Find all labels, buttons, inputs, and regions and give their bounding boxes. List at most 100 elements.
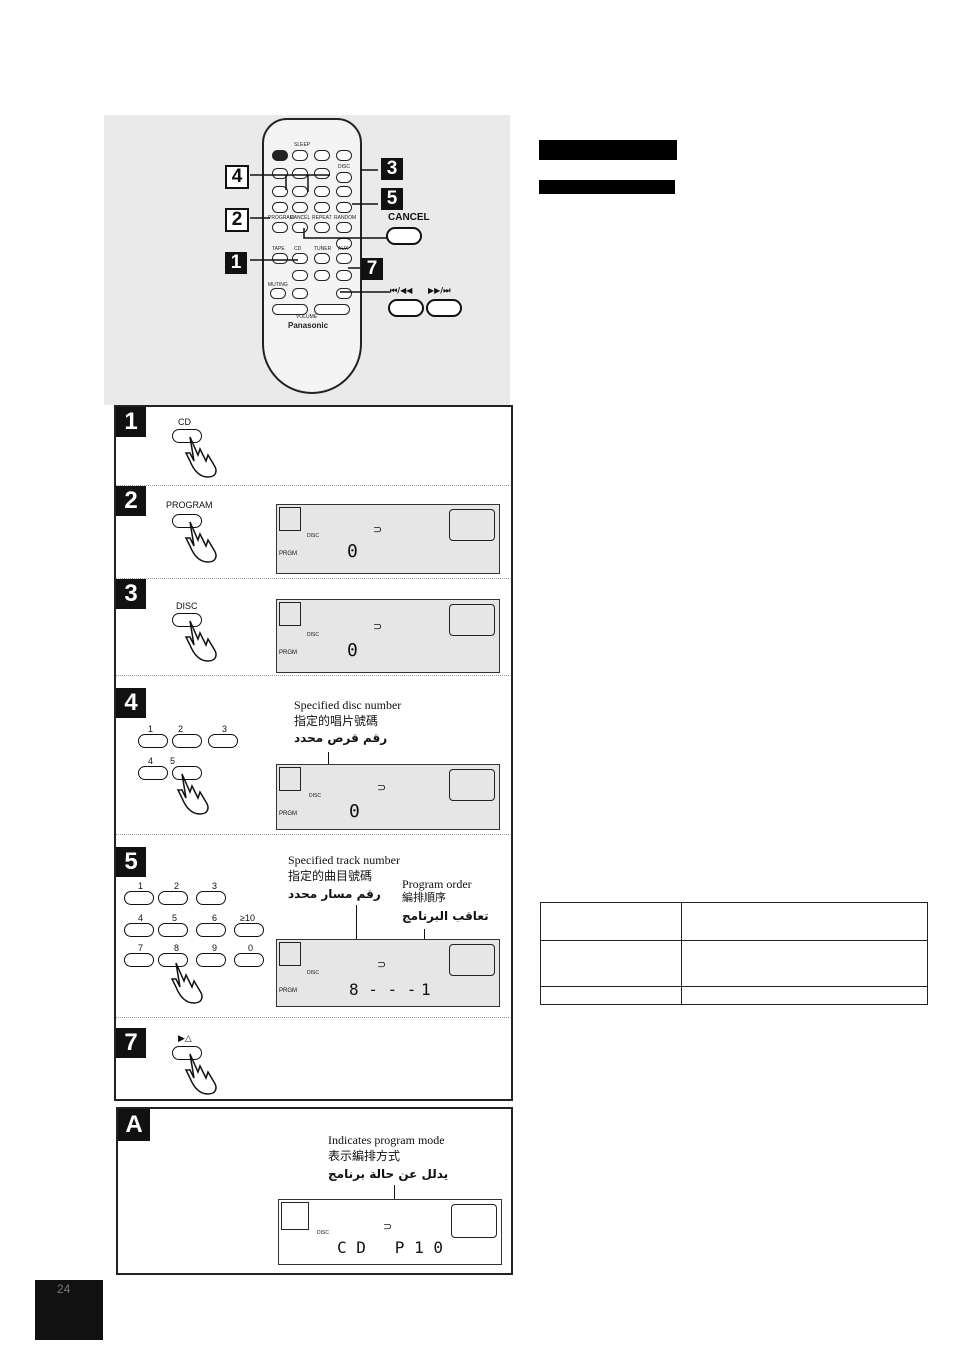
number-key-7[interactable] [124, 953, 154, 967]
remote-button-10[interactable] [336, 186, 352, 197]
lcd-mode-indicators [451, 1204, 497, 1238]
lcd-order: 1 [421, 980, 431, 999]
section-a: A Indicates program mode 表示編排方式 يدلل عن … [116, 1107, 513, 1275]
remote-button-tuner[interactable] [314, 253, 330, 264]
number-key-3[interactable] [208, 734, 238, 748]
remote-button-9[interactable] [314, 202, 330, 213]
key-label: 0 [248, 943, 254, 953]
remote-button-6[interactable] [314, 186, 330, 197]
callout-lines [250, 169, 392, 293]
remote-button[interactable] [292, 150, 308, 161]
number-key-0[interactable] [234, 953, 264, 967]
skip-back-button[interactable] [388, 299, 424, 317]
number-key-9[interactable] [196, 953, 226, 967]
remote-button-pause[interactable] [314, 270, 330, 281]
number-key-1[interactable] [124, 891, 154, 905]
remote-button-play[interactable] [336, 270, 352, 281]
lcd-text: C D P 1 0 [337, 1238, 443, 1257]
caption-zh: 表示編排方式 [328, 1149, 401, 1163]
table-cell [540, 902, 682, 941]
remote-label-tape: TAPE [272, 246, 285, 252]
step-number: 1 [116, 407, 146, 437]
section-letter: A [118, 1109, 150, 1141]
remote-button-cd[interactable] [292, 253, 308, 264]
disc-button[interactable] [172, 613, 202, 627]
step-5: 5 1 2 3 4 5 6 ≥10 7 8 9 0 Specified trac… [116, 835, 509, 1018]
order-caption-en: Program order [402, 877, 472, 891]
remote-button-program[interactable] [272, 222, 288, 233]
remote-button-stop[interactable] [292, 270, 308, 281]
number-key-8[interactable] [158, 953, 188, 967]
remote-button-2[interactable] [292, 168, 308, 179]
table-cell [540, 940, 682, 987]
disc-label: DISC [317, 1230, 329, 1236]
page-number-tab: 24 [35, 1280, 103, 1340]
cancel-label: CANCEL [388, 212, 430, 223]
step-number: 4 [116, 688, 146, 718]
number-key-1[interactable] [138, 734, 168, 748]
step-number: 5 [116, 847, 146, 877]
remote-button-random[interactable] [336, 222, 352, 233]
remote-label-repeat: REPEAT [312, 215, 332, 221]
number-key-4[interactable] [124, 923, 154, 937]
lcd-display: ⊃ DISC PRGM 0 [276, 599, 500, 673]
skip-fwd-label: ▶▶/⏭ [428, 286, 451, 295]
number-key-10[interactable] [234, 923, 264, 937]
remote-label-random: RANDOM [334, 215, 357, 221]
remote-button-1[interactable] [272, 168, 288, 179]
remote-button-disc[interactable] [336, 172, 352, 183]
program-button[interactable] [172, 514, 202, 528]
caption-zh: 指定的唱片號碼 [294, 714, 379, 728]
number-key-5[interactable] [172, 766, 202, 780]
key-label: 5 [170, 756, 176, 766]
table-cell [681, 986, 928, 1005]
number-key-4[interactable] [138, 766, 168, 780]
lcd-grid [279, 507, 301, 531]
remote-button-skip-fwd[interactable] [336, 288, 352, 299]
remote-button-volume-down[interactable] [272, 304, 308, 315]
remote-button[interactable] [336, 150, 352, 161]
remote-button-tape[interactable] [272, 253, 288, 264]
pointing-hand-icon [184, 436, 217, 478]
remote-button[interactable] [314, 150, 330, 161]
play-button[interactable] [172, 1046, 202, 1060]
remote-button-4[interactable] [272, 186, 288, 197]
info-table [540, 902, 928, 1005]
remote-button[interactable] [272, 150, 288, 161]
table-row [540, 986, 928, 1005]
number-key-3[interactable] [196, 891, 226, 905]
remote-brand-logo: Panasonic [288, 321, 329, 330]
skip-fwd-button[interactable] [426, 299, 462, 317]
number-key-6[interactable] [196, 923, 226, 937]
key-label: 3 [222, 724, 228, 734]
pointing-hand-icon [184, 521, 217, 563]
pointing-hand-icon [184, 1053, 217, 1095]
page-number: 24 [57, 1282, 71, 1296]
repeat-icon: ⊃ [383, 1221, 393, 1233]
key-label: 1 [138, 881, 144, 891]
lcd-mode-indicators [449, 604, 495, 636]
remote-button-0[interactable] [336, 202, 352, 213]
number-key-2[interactable] [158, 891, 188, 905]
remote-button-8[interactable] [292, 202, 308, 213]
remote-button-7[interactable] [272, 202, 288, 213]
pointing-hand-icon [176, 773, 209, 815]
lcd-display: ⊃ DISC C D P 1 0 [278, 1199, 502, 1265]
cd-button[interactable] [172, 429, 202, 443]
lcd-display: ⊃ DISC PRGM 0 [276, 504, 500, 574]
number-key-5[interactable] [158, 923, 188, 937]
lcd-grid [279, 602, 301, 626]
remote-button-repeat[interactable] [314, 222, 330, 233]
remote-button-3[interactable] [314, 168, 330, 179]
table-row [540, 902, 928, 941]
cancel-button[interactable] [386, 227, 422, 245]
number-key-2[interactable] [172, 734, 202, 748]
remote-button-cancel[interactable] [292, 222, 308, 233]
repeat-icon: ⊃ [373, 524, 383, 536]
remote-button-skip-back[interactable] [292, 288, 308, 299]
lcd-display: ⊃ DISC PRGM 0 [276, 764, 500, 830]
remote-button-muting[interactable] [270, 288, 286, 299]
remote-button-volume-up[interactable] [314, 304, 350, 315]
remote-button-aux[interactable] [336, 253, 352, 264]
lcd-mode-indicators [449, 769, 495, 801]
